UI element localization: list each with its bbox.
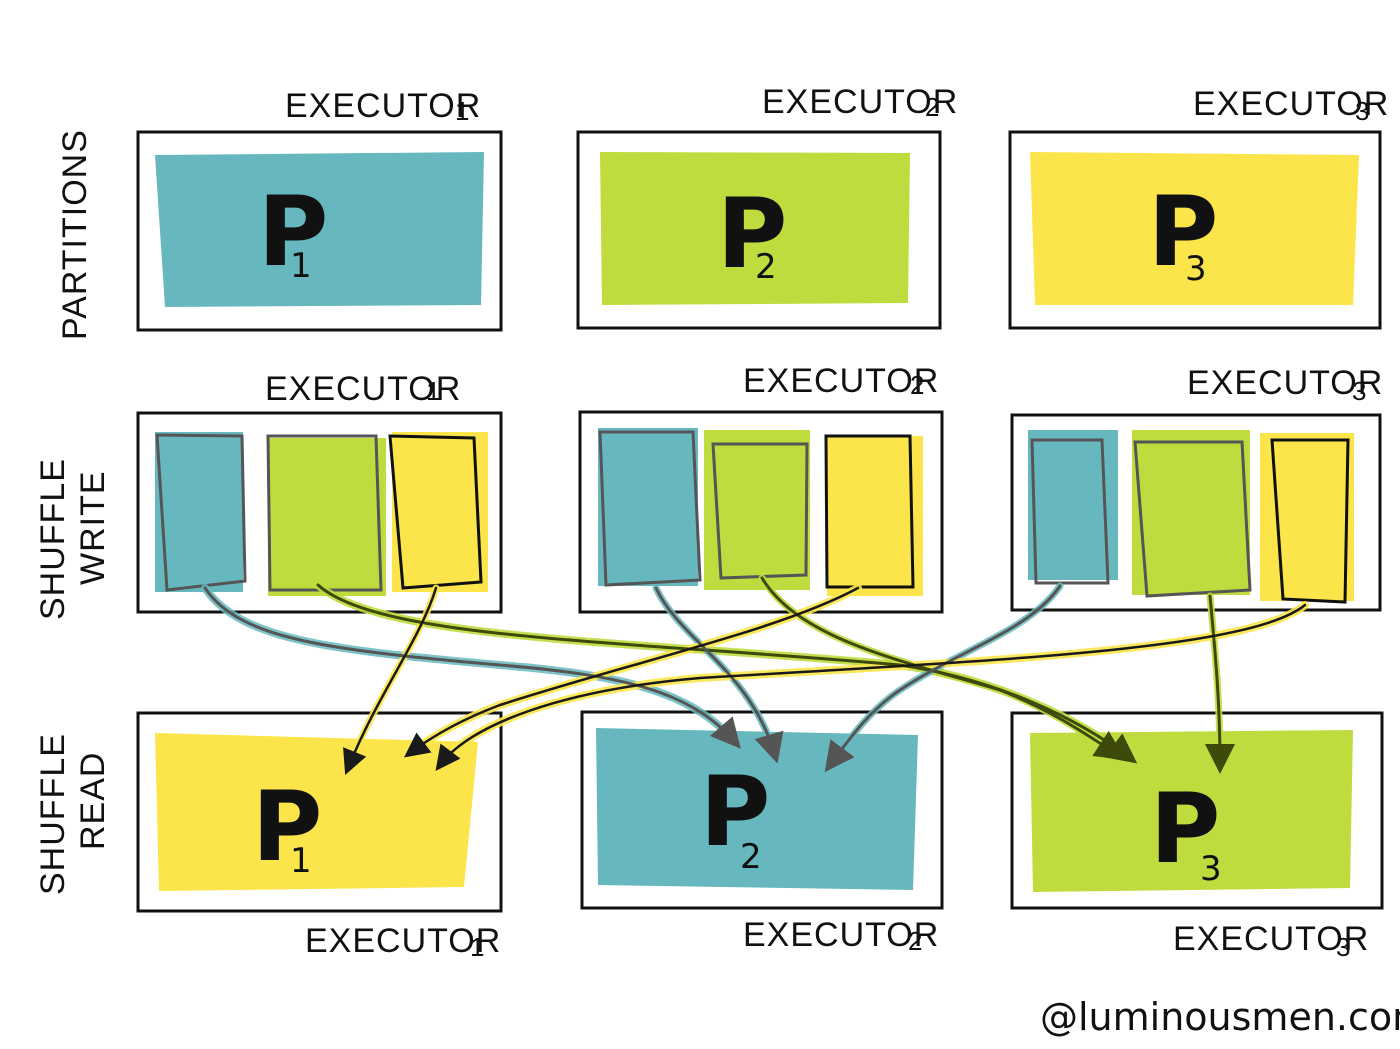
svg-text:EXECUTOR: EXECUTOR [1187,364,1383,402]
svg-text:EXECUTOR: EXECUTOR [265,370,461,408]
svg-text:1: 1 [470,932,484,962]
row-label-partitions: PARTITIONS [56,129,94,340]
svg-text:1: 1 [426,376,440,406]
executor-label-row1-3: EXECUTOR 3 [1193,85,1389,126]
row-label-shuffle-read-1: SHUFFLE [34,733,72,895]
shuffle-write-blocks-exec2 [598,428,923,596]
svg-text:P: P [1148,176,1218,288]
svg-text:EXECUTOR: EXECUTOR [305,922,501,960]
shuffle-read-label-p1: P 1 [252,771,322,883]
svg-text:P: P [258,176,328,288]
svg-text:3: 3 [1200,849,1222,889]
row-label-shuffle-write-1: SHUFFLE [34,458,72,620]
executor-label-row3-2: EXECUTOR 2 [743,916,939,956]
svg-text:3: 3 [1185,249,1207,289]
partition-label-p2: P 2 [717,178,787,290]
executor-label-row2-1: EXECUTOR 1 [265,370,461,408]
shuffle-arrows [201,574,1309,775]
watermark-text: @luminousmen.com [1040,995,1400,1039]
svg-text:2: 2 [925,92,939,122]
partition-label-p1: P 1 [258,176,328,288]
svg-text:P: P [252,771,322,883]
shuffle-read-block-p1 [155,733,478,891]
svg-text:P: P [1150,773,1220,885]
svg-text:EXECUTOR: EXECUTOR [1173,920,1369,958]
svg-text:3: 3 [1355,96,1369,126]
partition-block-p3 [1030,152,1359,305]
partition-block-p2 [600,152,910,305]
shuffle-read-label-p2: P 2 [700,756,770,877]
svg-text:EXECUTOR: EXECUTOR [285,87,481,125]
svg-text:1: 1 [455,96,469,126]
row-label-shuffle-write-2: WRITE [74,470,112,585]
partition-block-p1 [155,152,484,307]
svg-text:2: 2 [755,247,777,287]
svg-text:3: 3 [1352,376,1366,406]
partition-label-p3: P 3 [1148,176,1218,289]
executor-label-row1-1: EXECUTOR 1 [285,87,481,126]
svg-text:EXECUTOR: EXECUTOR [743,362,939,400]
shuffle-read-label-p3: P 3 [1150,773,1222,889]
shuffle-write-blocks-exec3 [1028,430,1354,604]
executor-label-row2-2: EXECUTOR 2 [743,362,939,400]
svg-text:1: 1 [290,246,312,286]
svg-text:EXECUTOR: EXECUTOR [762,83,958,121]
svg-text:P: P [717,178,787,290]
svg-text:EXECUTOR: EXECUTOR [743,916,939,954]
shuffle-write-blocks-exec1 [155,432,488,596]
svg-text:1: 1 [290,841,312,881]
row-label-shuffle-read-2: READ [74,752,112,850]
executor-label-row1-2: EXECUTOR 2 [762,83,958,122]
executor-label-row3-3: EXECUTOR 3 [1173,920,1369,962]
executor-label-row2-3: EXECUTOR 3 [1187,364,1383,406]
svg-text:3: 3 [1336,932,1350,962]
svg-text:2: 2 [908,926,922,956]
shuffle-read-block-p3 [1030,730,1353,892]
svg-text:EXECUTOR: EXECUTOR [1193,85,1389,123]
svg-text:P: P [700,756,770,868]
executor-label-row3-1: EXECUTOR 1 [305,922,501,962]
svg-text:2: 2 [740,837,762,877]
svg-text:2: 2 [910,370,924,400]
